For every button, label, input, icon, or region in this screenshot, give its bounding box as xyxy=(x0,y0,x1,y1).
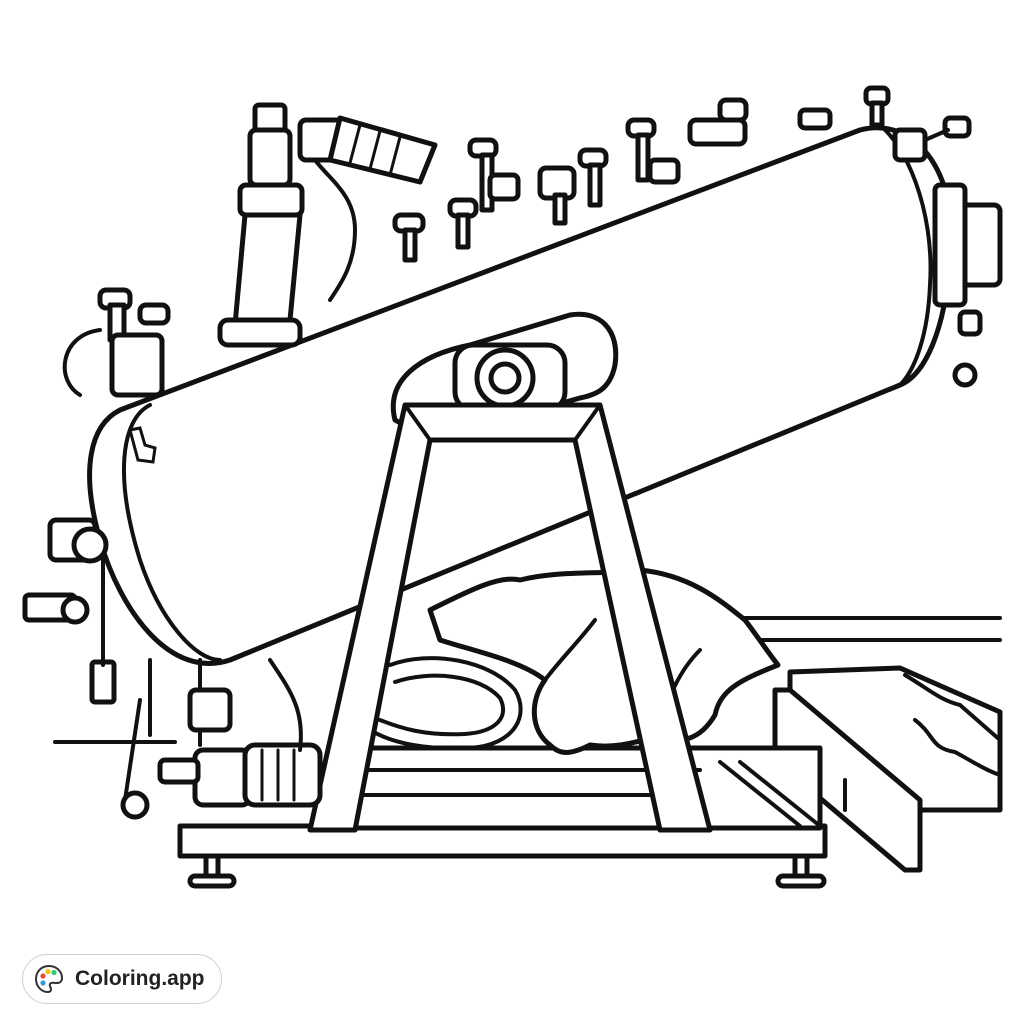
side-table xyxy=(772,665,1003,873)
valve-7 xyxy=(687,97,749,147)
a-frame-stand xyxy=(307,402,713,833)
leveling-foot-right xyxy=(775,853,827,889)
left-end-valves xyxy=(22,287,171,705)
valve-right-low xyxy=(952,309,983,388)
palette-icon xyxy=(34,964,64,994)
floor-lines xyxy=(53,616,1002,744)
valve-5 xyxy=(577,147,609,208)
valve-4 xyxy=(537,165,577,226)
cloth xyxy=(427,567,781,755)
valve-6 xyxy=(625,117,681,185)
valve-right xyxy=(892,115,972,163)
valve-3 xyxy=(467,137,521,213)
leveling-foot-left xyxy=(187,853,237,889)
valve-1 xyxy=(392,212,426,263)
brand-badge[interactable]: Coloring.app xyxy=(22,954,222,1004)
top-pipe-assembly xyxy=(217,102,438,348)
valve-2 xyxy=(447,197,479,250)
pump-assembly xyxy=(120,658,323,820)
base-platform xyxy=(177,745,828,889)
coiled-hose xyxy=(368,656,523,751)
motor-top xyxy=(297,115,438,185)
top-valves xyxy=(392,85,983,388)
brand-name: Coloring.app xyxy=(75,967,205,990)
valve-8 xyxy=(797,85,891,131)
pump-motor xyxy=(242,742,323,808)
